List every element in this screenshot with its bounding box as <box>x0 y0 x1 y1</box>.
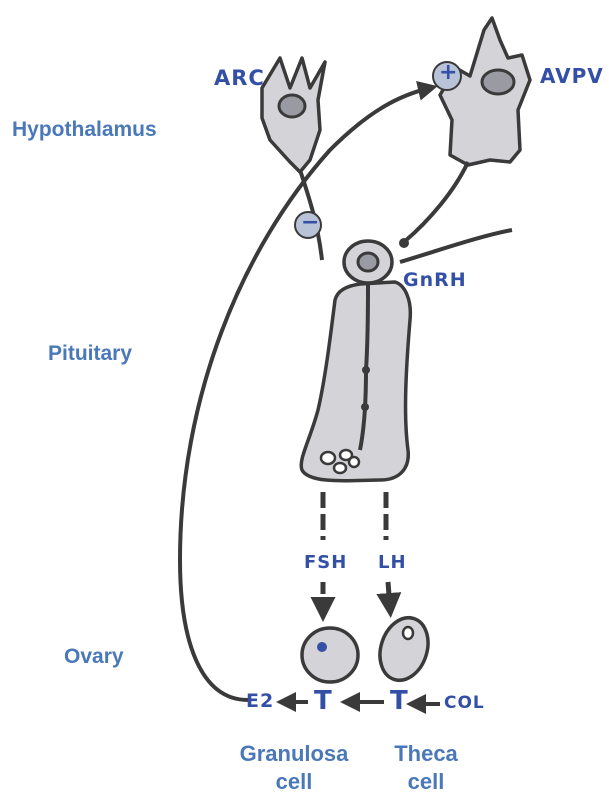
theca-cell-label: Theca cell <box>376 740 476 796</box>
ovary-label: Ovary <box>64 645 124 669</box>
granulosa-label-line2: cell <box>224 768 364 796</box>
lh-arrow-lower <box>388 582 390 608</box>
col-label: COL <box>444 693 485 713</box>
avpv-axon <box>404 162 468 242</box>
avpv-label: AVPV <box>540 64 604 88</box>
avpv-nucleus <box>482 70 514 94</box>
hypothalamus-label: Hypothalamus <box>12 118 157 142</box>
granulosa-cell <box>302 628 358 682</box>
arc-label: ARC <box>214 66 265 90</box>
granule <box>321 452 335 464</box>
gnrh-nucleus <box>358 253 378 271</box>
lh-label: LH <box>378 552 407 573</box>
t-theca-label: T <box>390 686 409 716</box>
negative-feedback-sign: − <box>301 210 320 235</box>
positive-feedback-sign: + <box>439 60 458 85</box>
granule <box>349 457 359 467</box>
theca-cell <box>372 611 436 686</box>
hypothalamic-border-curve <box>400 230 512 262</box>
theca-label-line1: Theca <box>376 740 476 768</box>
e2-label: E2 <box>246 690 274 712</box>
pituitary-gland <box>301 282 410 481</box>
granule <box>334 463 346 473</box>
granulosa-nucleus <box>317 642 327 652</box>
t-granulosa-label: T <box>314 686 333 716</box>
theca-nucleus <box>403 627 413 639</box>
gnrh-label: GnRH <box>403 269 467 291</box>
granulosa-label-line1: Granulosa <box>224 740 364 768</box>
arc-nucleus <box>279 95 305 117</box>
pituitary-label: Pituitary <box>48 342 132 366</box>
avpv-neuron <box>440 18 530 165</box>
theca-label-line2: cell <box>376 768 476 796</box>
fsh-label: FSH <box>304 552 347 573</box>
granulosa-cell-label: Granulosa cell <box>224 740 364 796</box>
